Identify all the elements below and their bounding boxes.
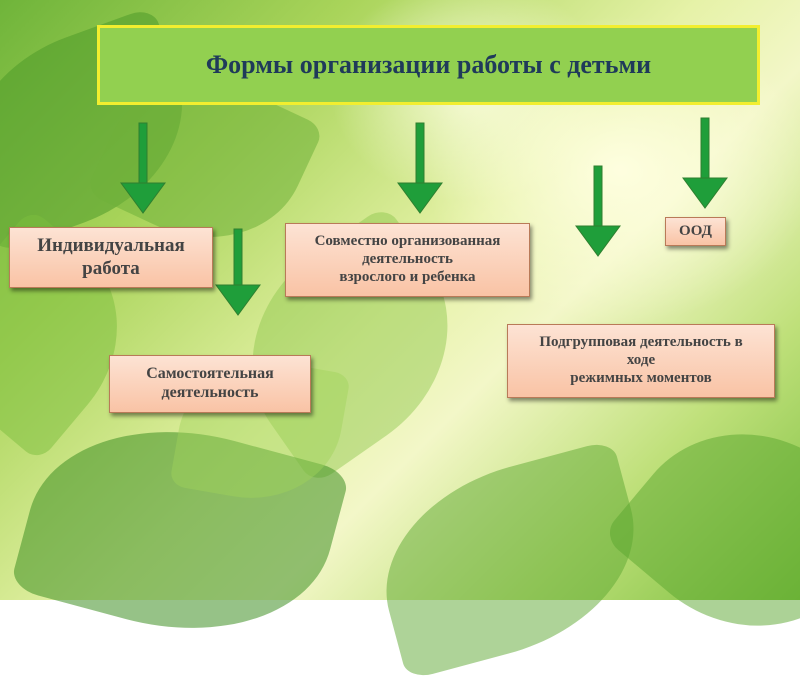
- node-ood: ООД: [665, 217, 726, 246]
- arrow-to-joint: [397, 122, 443, 214]
- diagram-title-box: Формы организации работы с детьми: [97, 25, 760, 105]
- arrow-to-individual: [120, 122, 166, 214]
- node-independent-activity: Самостоятельная деятельность: [109, 355, 311, 413]
- node-subgroup-activity: Подгрупповая деятельность в ходе режимны…: [507, 324, 775, 398]
- arrows-layer: [120, 117, 728, 316]
- arrow-to-ood: [682, 117, 728, 209]
- arrow-to-subgroup: [575, 165, 621, 257]
- node-joint-activity: Совместно организованная деятельность вз…: [285, 223, 530, 297]
- arrow-to-independent: [215, 228, 261, 316]
- diagram-title: Формы организации работы с детьми: [205, 50, 652, 79]
- node-individual-work: Индивидуальная работа: [9, 227, 213, 288]
